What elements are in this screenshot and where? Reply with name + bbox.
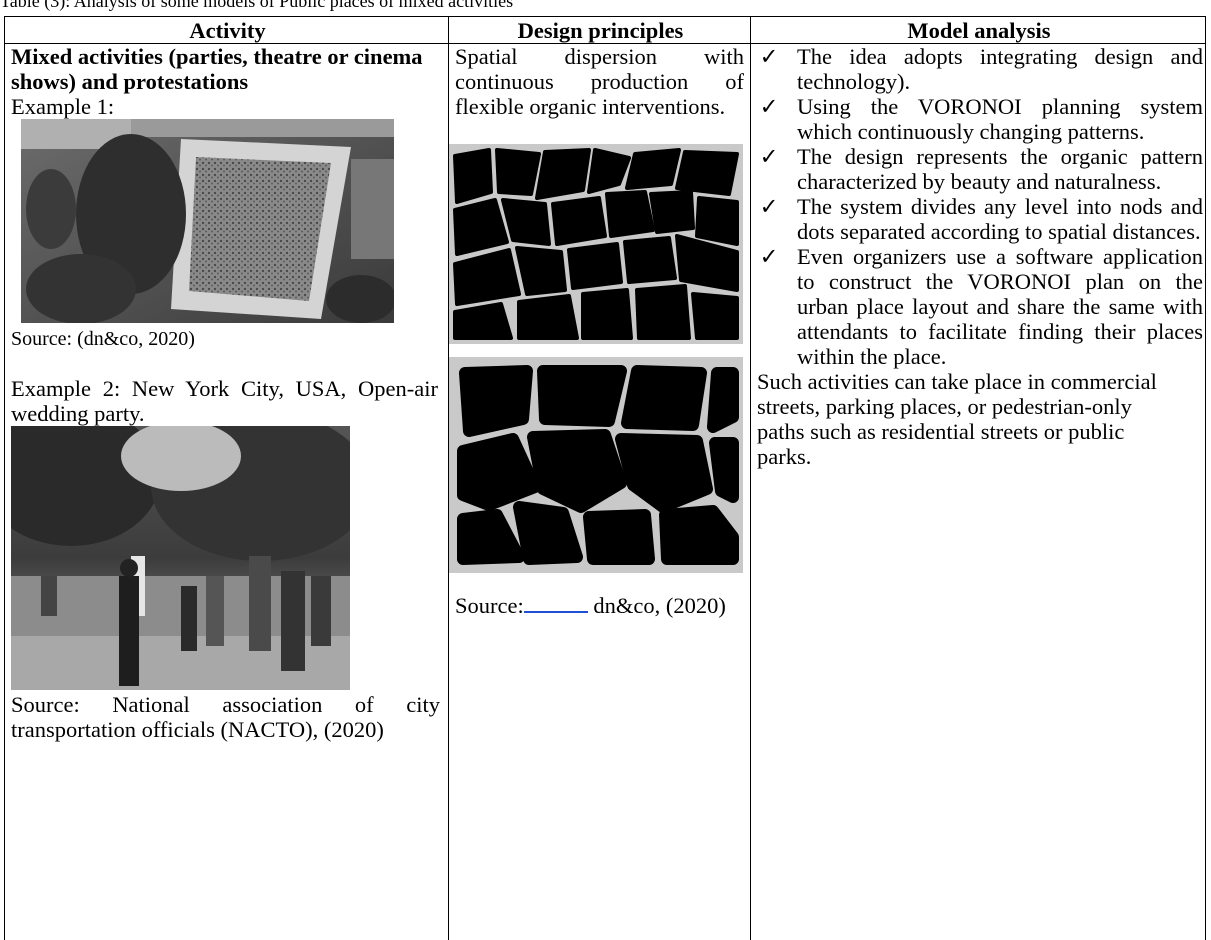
analysis-closing: Such activities can take place in commer… xyxy=(757,369,1203,469)
analysis-list: ✓The idea adopts integrating design and … xyxy=(757,44,1203,369)
wedding-party-photo xyxy=(11,426,350,690)
check-icon: ✓ xyxy=(757,194,781,219)
activity-heading: Mixed activities (parties, theatre or ci… xyxy=(11,44,444,94)
list-item: ✓The design represents the organic patte… xyxy=(757,144,1203,194)
example2-source: Source: National association of city tra… xyxy=(11,692,444,742)
example1-label: Example 1: xyxy=(11,94,444,119)
design-source-prefix: Source: xyxy=(455,593,524,618)
design-source-suffix: dn&co, (2020) xyxy=(593,593,725,618)
header-activity: Activity xyxy=(5,17,449,44)
analysis-table: Activity Design principles Model analysi… xyxy=(4,16,1206,940)
list-item: ✓The idea adopts integrating design and … xyxy=(757,44,1203,94)
source-hyperlink[interactable] xyxy=(524,591,588,613)
list-item: ✓Even organizers use a software applicat… xyxy=(757,244,1203,369)
activity-cell: Mixed activities (parties, theatre or ci… xyxy=(5,44,449,940)
example1-source: Source: (dn&co, 2020) xyxy=(11,327,444,352)
check-icon: ✓ xyxy=(757,94,781,119)
voronoi-pattern-small-cells xyxy=(449,144,743,344)
design-principles-text: Spatial dispersion with continuous produ… xyxy=(455,44,746,119)
check-icon: ✓ xyxy=(757,244,781,269)
analysis-cell: ✓The idea adopts integrating design and … xyxy=(751,44,1206,940)
aerial-square-photo xyxy=(21,119,394,323)
check-icon: ✓ xyxy=(757,44,781,69)
example2-label: Example 2: New York City, USA, Open-air … xyxy=(11,376,444,426)
list-item: ✓Using the VORONOI planning system which… xyxy=(757,94,1203,144)
design-source: Source: dn&co, (2020) xyxy=(455,591,746,618)
header-design-principles: Design principles xyxy=(449,17,751,44)
design-cell: Spatial dispersion with continuous produ… xyxy=(449,44,751,940)
table-row: Mixed activities (parties, theatre or ci… xyxy=(5,44,1206,940)
table-caption: Table (3): Analysis of some models of Pu… xyxy=(0,0,1211,11)
list-item: ✓The system divides any level into nods … xyxy=(757,194,1203,244)
header-model-analysis: Model analysis xyxy=(751,17,1206,44)
check-icon: ✓ xyxy=(757,144,781,169)
voronoi-pattern-large-cells xyxy=(449,357,743,573)
table-header-row: Activity Design principles Model analysi… xyxy=(5,17,1206,44)
